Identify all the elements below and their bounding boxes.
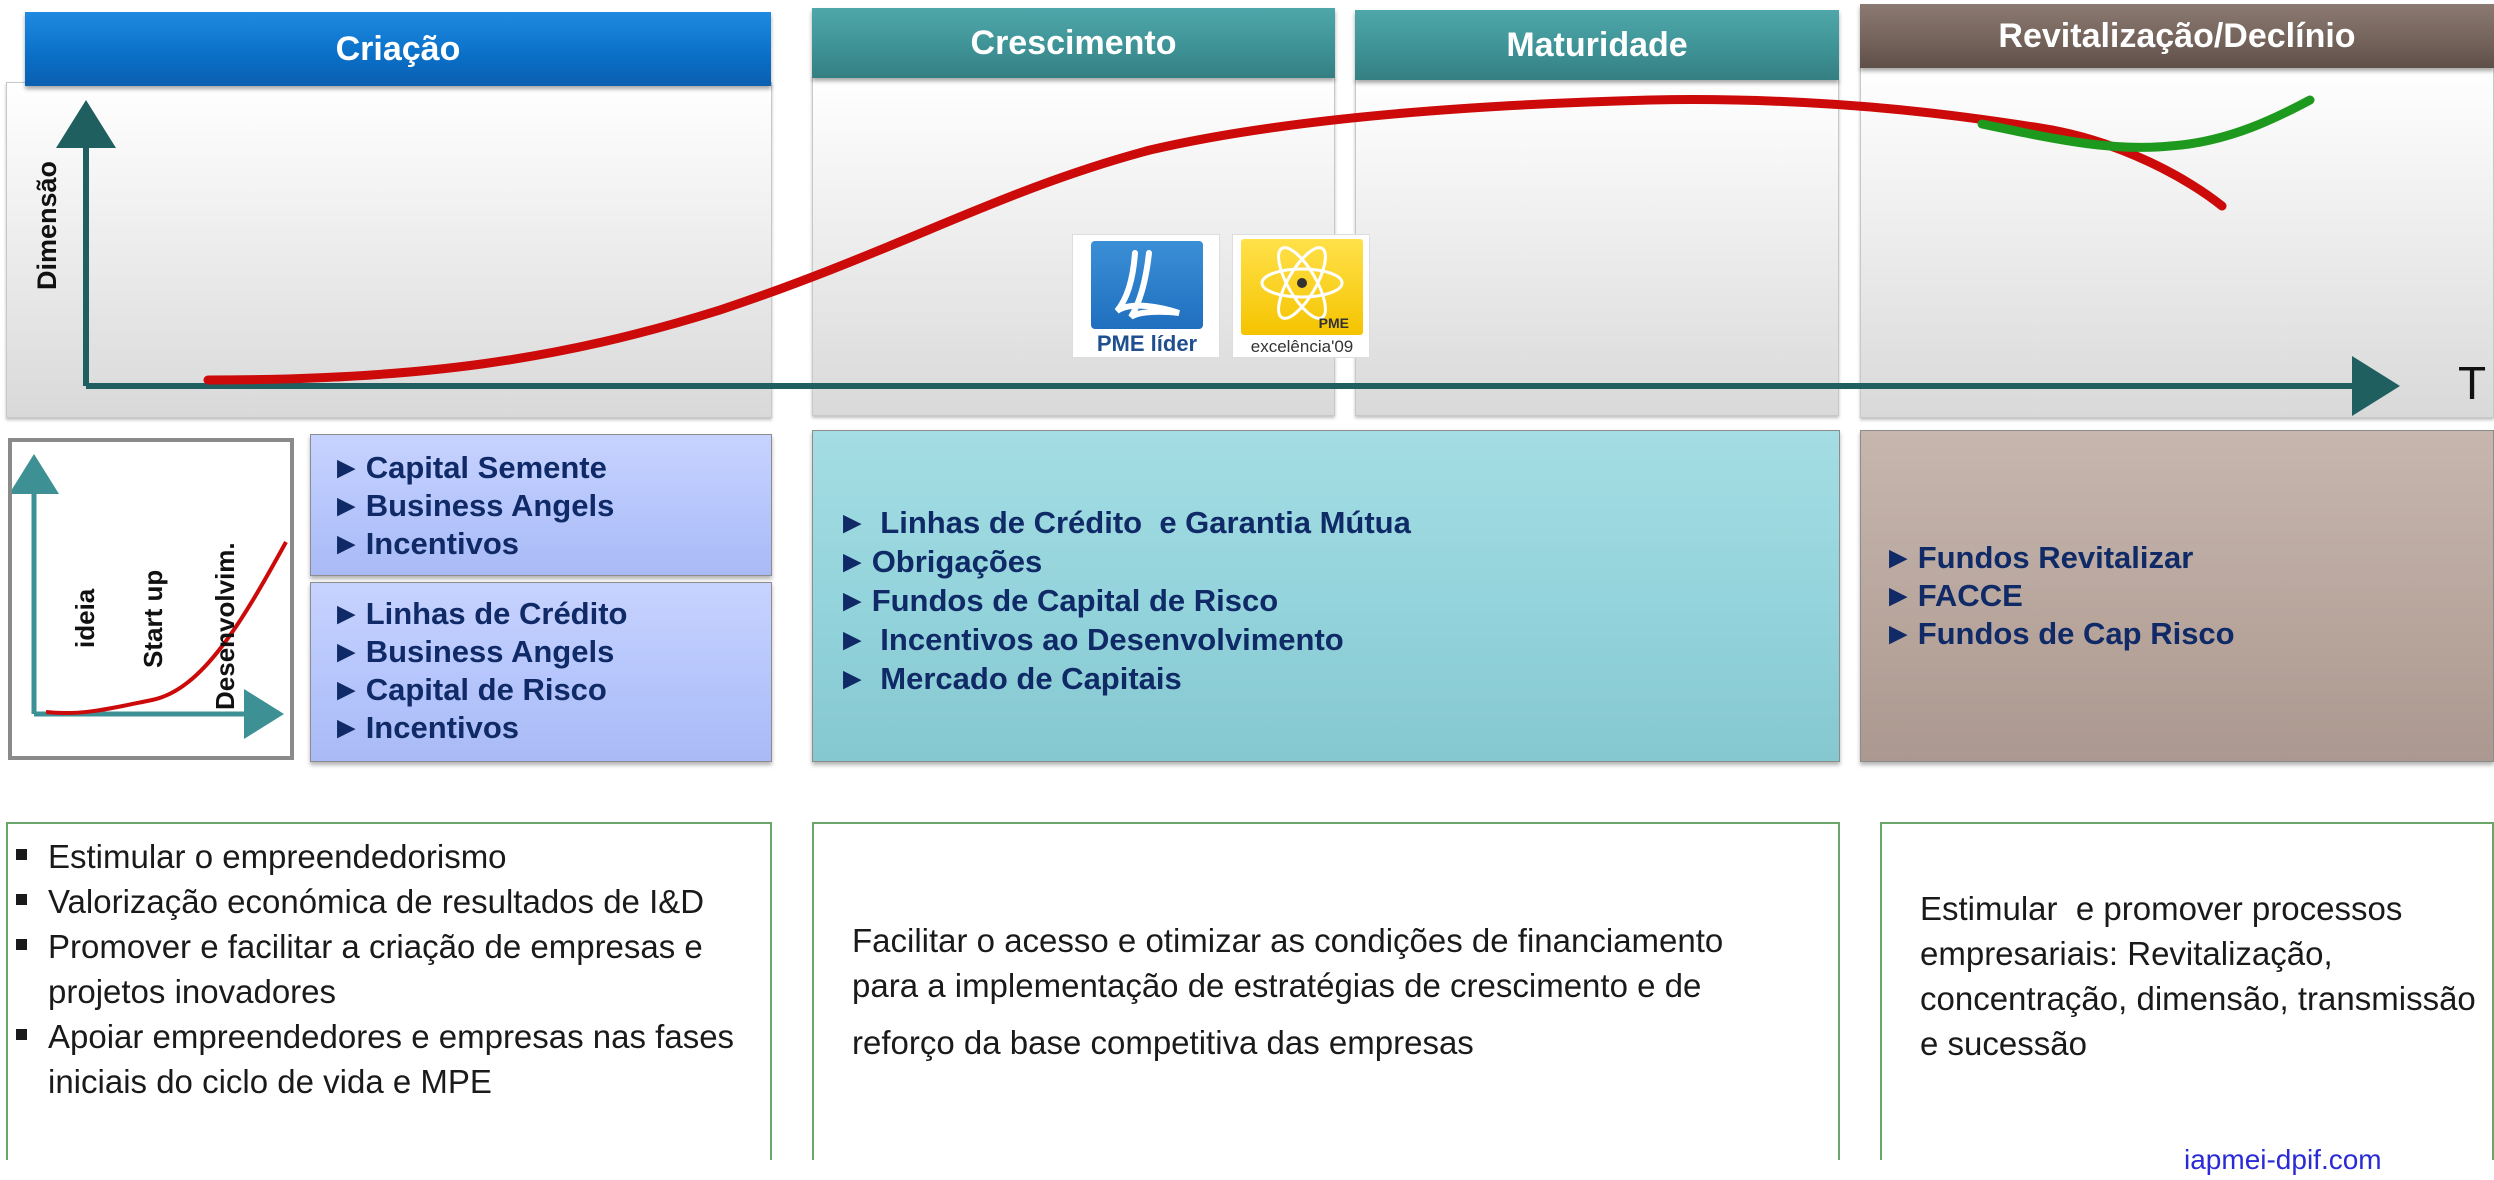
- instruments-crescimento: ► Linhas de Crédito e Garantia Mútua ►Ob…: [812, 430, 1840, 762]
- list-item: ►Capital de Risco: [331, 672, 607, 707]
- pme-lider-mark-icon: [1114, 250, 1180, 320]
- play-arrow-icon: ►: [331, 526, 362, 561]
- renewal-curve: [1977, 95, 2315, 152]
- list-item: ►Fundos Revitalizar: [1883, 540, 2194, 575]
- list-item: ►Linhas de Crédito: [331, 596, 628, 631]
- mini-lifecycle-chart: ideia Start up Desenvolvim.: [8, 438, 294, 760]
- phase-panel-maturidade: [1355, 78, 1839, 416]
- atom-icon: [1260, 246, 1344, 320]
- play-arrow-icon: ►: [837, 661, 868, 696]
- list-item: ►Fundos de Capital de Risco: [837, 583, 1279, 618]
- x-axis-label: T: [2458, 357, 2487, 409]
- list-item: Apoiar empreendedores e empresas nas fas…: [10, 1014, 762, 1104]
- lifecycle-curve: [203, 95, 2227, 385]
- list-item: ►Obrigações: [837, 544, 1043, 579]
- phase-header-criacao: Criação: [25, 12, 771, 86]
- play-arrow-icon: ►: [1883, 616, 1914, 651]
- mini-label-startup: Start up: [138, 569, 168, 668]
- mini-label-ideia: ideia: [70, 588, 100, 648]
- objectives-crescimento: Facilitar o acesso e otimizar as condiçõ…: [812, 822, 1840, 1160]
- list-item: Valorização económica de resultados de I…: [10, 879, 762, 924]
- list-item: Estimular o empreendedorismo: [10, 834, 762, 879]
- play-arrow-icon: ►: [837, 583, 868, 618]
- instruments-criacao-top: ►Capital Semente ►Business Angels ►Incen…: [310, 434, 772, 576]
- play-arrow-icon: ►: [837, 622, 868, 657]
- phase-panel-criacao: [6, 82, 772, 418]
- play-arrow-icon: ►: [331, 596, 362, 631]
- pme-lider-logo: PME líder: [1072, 234, 1220, 358]
- phase-header-crescimento: Crescimento: [812, 8, 1335, 78]
- mini-label-desenvolvim: Desenvolvim.: [210, 542, 240, 710]
- objective-text-line-3: reforço da base competitiva das empresas: [852, 1024, 1474, 1061]
- pme-excelencia-text: excelência'09: [1250, 337, 1354, 356]
- instruments-criacao-bottom: ►Linhas de Crédito ►Business Angels ►Cap…: [310, 582, 772, 762]
- list-item: ►Incentivos: [331, 526, 520, 561]
- list-item: ► Linhas de Crédito e Garantia Mútua: [837, 505, 1411, 540]
- play-arrow-icon: ►: [837, 505, 868, 540]
- play-arrow-icon: ►: [331, 450, 362, 485]
- objective-text-line-1: Facilitar o acesso e otimizar as condiçõ…: [852, 922, 1724, 959]
- play-arrow-icon: ►: [837, 544, 868, 579]
- play-arrow-icon: ►: [331, 672, 362, 707]
- play-arrow-icon: ►: [331, 634, 362, 669]
- objectives-revitalizacao: Estimular e promover processos empresari…: [1880, 822, 2494, 1160]
- objective-text-line-2: para a implementação de estratégias de c…: [852, 967, 1702, 1004]
- play-arrow-icon: ►: [331, 710, 362, 745]
- pme-lider-text: PME líder: [1096, 331, 1198, 356]
- list-item: ►Incentivos: [331, 710, 520, 745]
- play-arrow-icon: ►: [1883, 540, 1914, 575]
- list-item: ►Fundos de Cap Risco: [1883, 616, 2235, 651]
- play-arrow-icon: ►: [1883, 578, 1914, 613]
- lifecycle-chart: [56, 95, 2400, 416]
- phase-header-revitalizacao: Revitalização/Declínio: [1860, 4, 2494, 68]
- list-item: ►Business Angels: [331, 488, 615, 523]
- list-item: ►Capital Semente: [331, 450, 607, 485]
- phase-header-maturidade: Maturidade: [1355, 10, 1839, 80]
- mini-chart-axes: [12, 454, 288, 739]
- play-arrow-icon: ►: [331, 488, 362, 523]
- objective-text: Estimular e promover processos empresari…: [1920, 890, 2494, 1062]
- list-item: ► Mercado de Capitais: [837, 661, 1182, 696]
- list-item: ► Incentivos ao Desenvolvimento: [837, 622, 1344, 657]
- y-axis-label: Dimensão: [32, 160, 62, 290]
- objectives-criacao: Estimular o empreendedorismo Valorização…: [6, 822, 772, 1160]
- list-item: ►Business Angels: [331, 634, 615, 669]
- list-item: ►FACCE: [1883, 578, 2023, 613]
- instruments-revitalizacao: ►Fundos Revitalizar ►FACCE ►Fundos de Ca…: [1860, 430, 2494, 762]
- pme-badge-text: PME: [1318, 315, 1349, 331]
- list-item: Promover e facilitar a criação de empres…: [10, 924, 762, 1014]
- pme-excelencia-logo: PME excelência'09: [1232, 234, 1370, 358]
- footer-link[interactable]: iapmei-dpif.com: [2184, 1144, 2382, 1175]
